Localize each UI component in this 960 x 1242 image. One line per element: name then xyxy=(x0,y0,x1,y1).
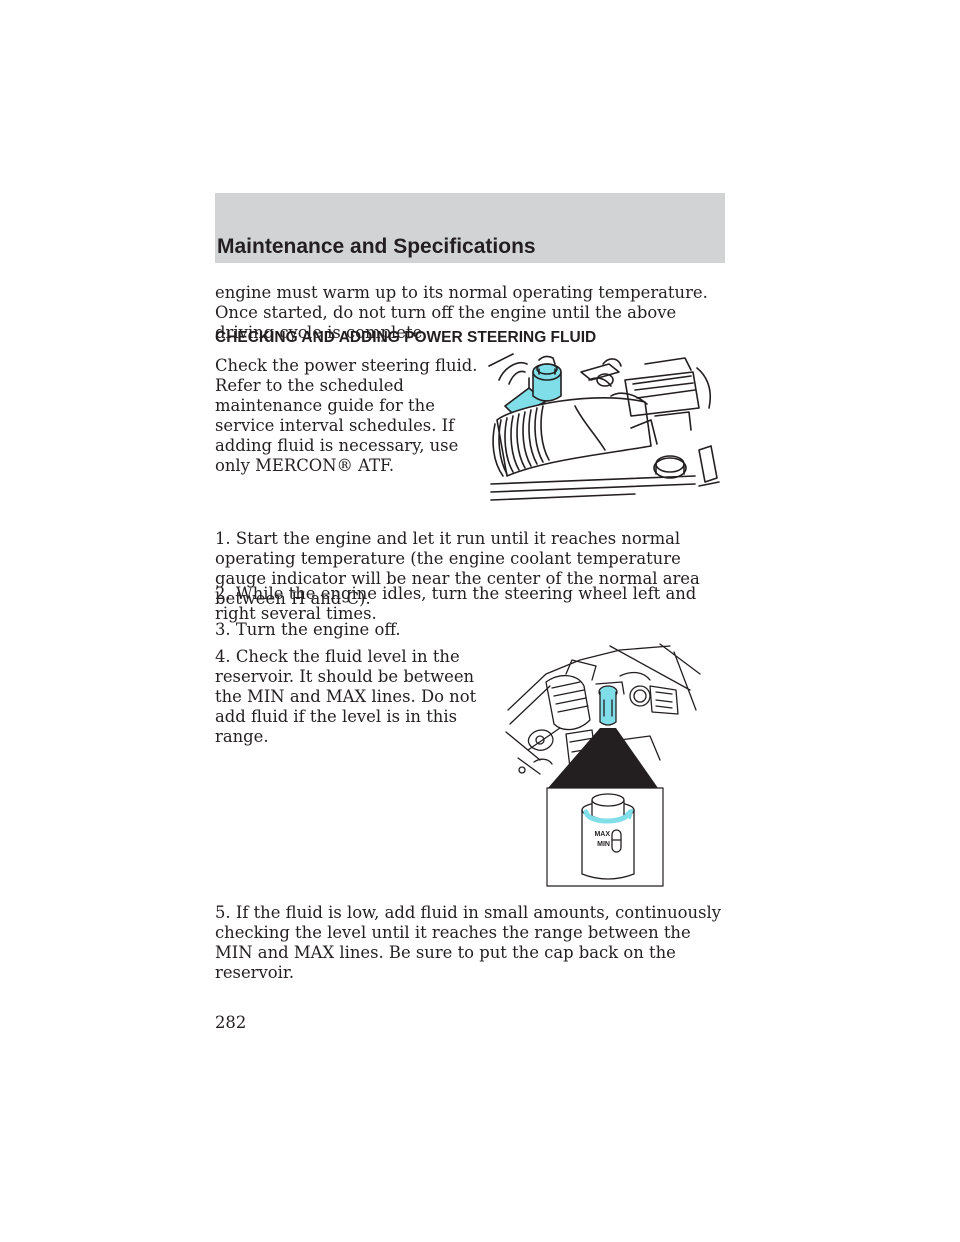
step-5: 5. If the fluid is low, add fluid in sma… xyxy=(215,903,721,982)
max-label: MAX xyxy=(594,831,610,838)
intro-paragraph: engine must warm up to its normal operat… xyxy=(215,283,708,342)
check-fluid-paragraph: Check the power steering fluid. Refer to… xyxy=(215,356,478,475)
page-header-title: Maintenance and Specifications xyxy=(217,235,536,258)
header-band: Maintenance and Specifications xyxy=(215,193,725,263)
engine-compartment-illustration xyxy=(485,350,720,510)
page-number: 282 xyxy=(215,1013,247,1032)
section-heading: CHECKING AND ADDING POWER STEERING FLUID xyxy=(215,329,597,346)
step-1: 1. Start the engine and let it run until… xyxy=(215,529,700,608)
step-4: 4. Check the fluid level in the reservoi… xyxy=(215,647,477,746)
step-3: 3. Turn the engine off. xyxy=(215,620,401,639)
min-label: MIN xyxy=(597,841,610,848)
reservoir-level-illustration: MAX MIN xyxy=(500,640,715,890)
step-2: 2. While the engine idles, turn the stee… xyxy=(215,584,697,623)
